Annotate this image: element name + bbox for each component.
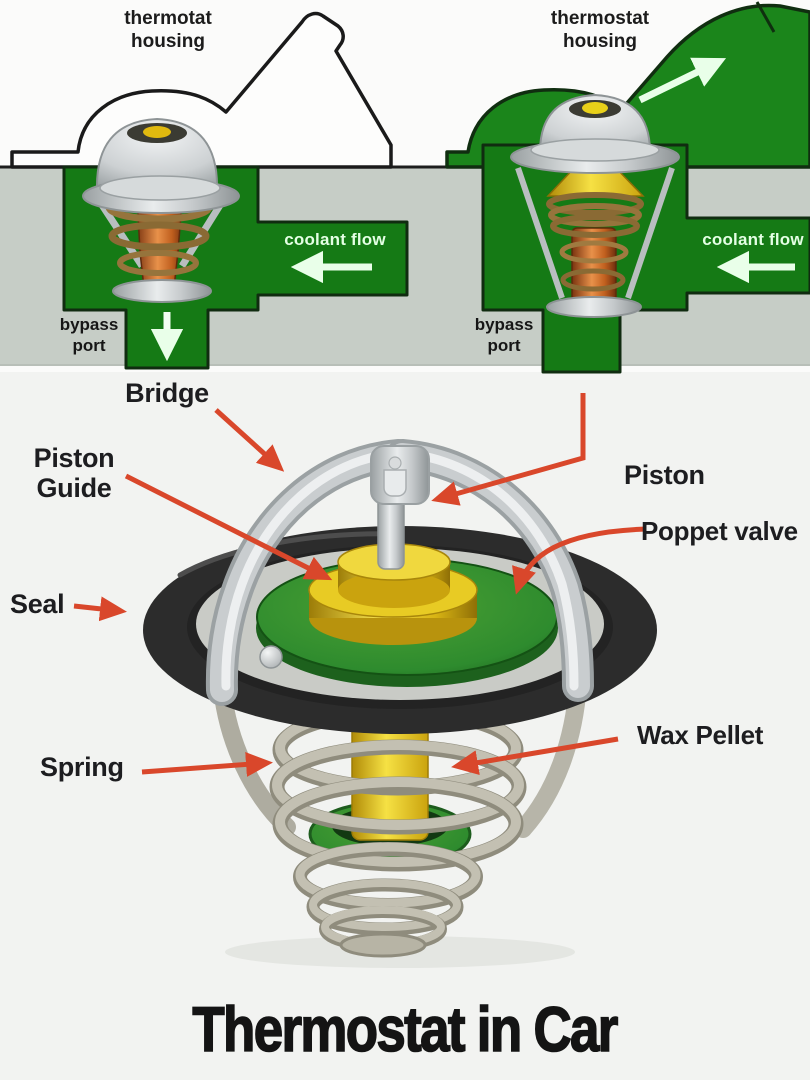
bypass-left-line1: bypass bbox=[59, 315, 119, 334]
wax-pellet-label: Wax Pellet bbox=[637, 720, 764, 750]
bridge-arrow bbox=[214, 408, 285, 472]
thermostat-render bbox=[143, 439, 657, 968]
thermostat-open bbox=[510, 93, 680, 318]
leader-arrows bbox=[73, 393, 647, 777]
poppet-valve-arrow bbox=[512, 526, 647, 595]
bypass-port-label-right: bypass port bbox=[465, 314, 543, 357]
cross-section-diagrams bbox=[0, 0, 810, 374]
coolant-flow-label-left: coolant flow bbox=[284, 230, 386, 249]
piston-label: Piston bbox=[624, 460, 705, 490]
bypass-right-line2: port bbox=[487, 336, 521, 356]
bypass-right-line1: bypass bbox=[474, 315, 534, 334]
open-housing-label-line2: housing bbox=[563, 30, 637, 52]
bypass-left-line2: port bbox=[72, 336, 106, 356]
title-bar: Thermostat in Car bbox=[0, 994, 810, 1066]
bypass-port-label-left: bypass port bbox=[50, 314, 128, 357]
wax-pellet-arrow bbox=[451, 736, 619, 775]
piston-arrow bbox=[431, 393, 586, 506]
spring-label: Spring bbox=[40, 752, 124, 782]
coolant-flow-label-right: coolant flow bbox=[702, 230, 804, 249]
seal-arrow bbox=[73, 596, 127, 622]
bridge bbox=[205, 439, 594, 706]
closed-housing-label-line2: housing bbox=[131, 30, 205, 52]
piston-guide-line2: Guide bbox=[36, 473, 112, 504]
page-title: Thermostat in Car bbox=[192, 994, 619, 1066]
thermostat-housing-closed bbox=[10, 11, 393, 169]
poppet-valve-label: Poppet valve bbox=[641, 516, 798, 546]
closed-housing-label-line1: thermotat bbox=[124, 8, 212, 29]
bridge-label: Bridge bbox=[125, 378, 209, 408]
jiggle-pin-ball bbox=[259, 645, 283, 669]
piston-guide-arrow bbox=[124, 473, 333, 581]
piston-guide-line1: Piston bbox=[33, 443, 115, 473]
housing-flow-arrow bbox=[638, 57, 727, 104]
thermostat-closed bbox=[82, 117, 240, 303]
closed-housing-label: thermotat housing bbox=[98, 8, 238, 54]
spring-arrow bbox=[141, 751, 273, 777]
seal-label: Seal bbox=[10, 589, 65, 619]
piston-guide-label: Piston Guide bbox=[18, 443, 130, 503]
open-housing-label-line1: thermostat bbox=[550, 8, 650, 29]
wax-pellet-cap bbox=[308, 543, 478, 645]
open-housing-label: thermostat housing bbox=[530, 8, 670, 54]
